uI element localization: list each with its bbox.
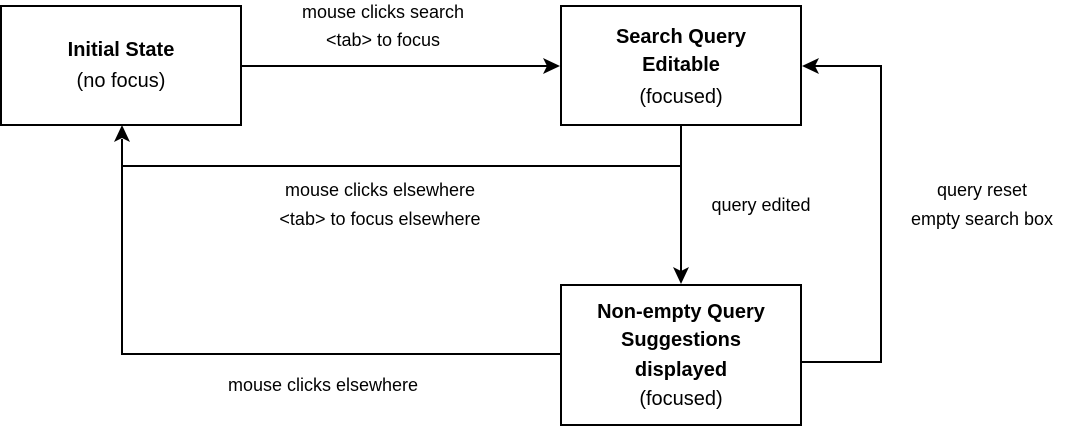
node-suggestions-displayed: Non-empty Query Suggestions displayed (f… — [560, 284, 802, 426]
edge-suggestions-to-editable — [801, 58, 882, 363]
node-box — [560, 284, 802, 426]
node-box — [0, 5, 242, 126]
edge-label-initial-to-editable: mouse clicks search <tab> to focus — [302, 2, 464, 50]
edge-line — [121, 125, 682, 167]
edge-label-line: mouse clicks elsewhere — [228, 375, 418, 395]
edge-label-editable-to-initial: mouse clicks elsewhere <tab> to focus el… — [279, 180, 480, 229]
edge-suggestions-to-initial — [121, 166, 561, 355]
edge-label-line: query edited — [711, 195, 810, 215]
node-title-line: Non-empty Query — [597, 301, 766, 323]
arrow-head — [673, 267, 689, 284]
node-subtitle: (focused) — [639, 388, 722, 410]
node-title-line: displayed — [635, 359, 727, 381]
node-title-line: Search Query — [616, 26, 747, 48]
arrow-head — [114, 125, 130, 142]
node-title-line: Editable — [642, 54, 720, 76]
node-title: Initial State — [68, 39, 175, 61]
edge-initial-to-editable — [241, 58, 560, 74]
node-initial-state: Initial State (no focus) — [0, 5, 242, 126]
edge-line — [121, 166, 561, 355]
arrow-head — [543, 58, 560, 74]
edge-editable-to-suggestions — [673, 166, 689, 284]
edge-label-line: mouse clicks search — [302, 2, 464, 22]
node-box — [560, 5, 802, 126]
node-subtitle: (no focus) — [77, 70, 166, 92]
edge-label-line: empty search box — [911, 209, 1053, 229]
arrow-head — [802, 58, 819, 74]
node-search-query-editable: Search Query Editable (focused) — [560, 5, 802, 126]
edge-label-line: <tab> to focus elsewhere — [279, 209, 480, 229]
edge-label-suggestions-to-initial: mouse clicks elsewhere — [228, 375, 418, 395]
edge-editable-to-initial — [114, 125, 682, 167]
edge-label-line: <tab> to focus — [326, 30, 440, 50]
edge-label-editable-to-suggestions: query edited — [711, 195, 810, 215]
node-title-line: Suggestions — [621, 329, 741, 351]
edge-label-line: mouse clicks elsewhere — [285, 180, 475, 200]
node-subtitle: (focused) — [639, 86, 722, 108]
edge-line — [801, 65, 882, 363]
edge-label-line: query reset — [937, 180, 1027, 200]
edge-label-suggestions-to-editable: query reset empty search box — [911, 180, 1053, 229]
